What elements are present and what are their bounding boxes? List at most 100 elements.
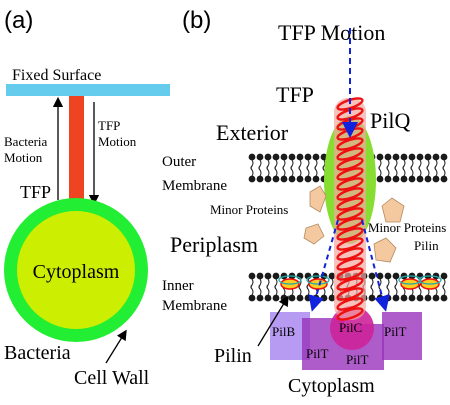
pilq-label: PilQ <box>370 108 410 133</box>
helix-turn <box>336 267 364 281</box>
lipid-head <box>264 272 272 280</box>
lipid-head <box>424 294 432 302</box>
lipid-tail <box>306 165 310 177</box>
helix-turn <box>336 157 364 171</box>
lipid-tail <box>274 284 278 296</box>
pilin-subunits <box>278 275 442 290</box>
exterior-label: Exterior <box>216 120 289 145</box>
lipid-tail <box>298 165 302 177</box>
tfp-motion-label: TFP Motion <box>98 118 137 149</box>
lipid-tail <box>282 165 286 177</box>
lipid-tail <box>274 165 278 177</box>
lipid-tail <box>378 165 382 177</box>
helix-turn <box>336 237 364 251</box>
pilin-left-label: Pilin <box>214 345 252 367</box>
bacteria-motion-label: Bacteria Motion <box>4 134 51 165</box>
lipid-tail <box>306 284 310 296</box>
lipid-head <box>256 153 264 161</box>
lipid-head <box>408 294 416 302</box>
lipid-tail <box>386 284 390 296</box>
pilin-ring <box>398 275 422 285</box>
tfp-label-a: TFP <box>20 182 51 202</box>
lipid-head <box>272 153 280 161</box>
lipid-head <box>272 272 280 280</box>
helix-turn <box>336 257 364 271</box>
lipid-head <box>264 153 272 161</box>
cytoplasm-label-b: Cytoplasm <box>288 375 375 397</box>
pilt-label-b: PilT <box>346 352 368 367</box>
lipid-head <box>320 294 328 302</box>
lipid-head <box>440 294 448 302</box>
lipid-head <box>400 175 408 183</box>
lipid-head <box>312 153 320 161</box>
panel-b: (b) TFP Motion TFP Exterior PilQ Outer M… <box>162 7 448 397</box>
pilc-label: PilC <box>339 320 362 335</box>
lipid-head <box>376 272 384 280</box>
cell-wall-pointer <box>105 329 127 364</box>
lipid-tail <box>394 165 398 177</box>
pilin-recruit-arrow-right <box>361 219 390 312</box>
lipid-tail <box>290 165 294 177</box>
lipid-head <box>304 153 312 161</box>
lipid-head <box>440 153 448 161</box>
pilin-ring <box>418 275 442 285</box>
minor-proteins-right <box>373 197 405 263</box>
lipid-head <box>296 294 304 302</box>
cytoplasm-label-a: Cytoplasm <box>33 261 120 283</box>
helix-turn <box>336 247 364 261</box>
lipid-head <box>376 153 384 161</box>
lipid-head <box>384 153 392 161</box>
helix-turn <box>336 197 364 211</box>
lipid-head <box>248 294 256 302</box>
lipid-head <box>288 294 296 302</box>
lipid-tail <box>266 165 270 177</box>
lipid-head <box>312 175 320 183</box>
cell-wall-label: Cell Wall <box>74 367 150 389</box>
lipid-head <box>416 153 424 161</box>
panel-b-tag: (b) <box>182 7 211 34</box>
lipid-head <box>376 175 384 183</box>
lipid-head <box>328 294 336 302</box>
lipid-head <box>440 272 448 280</box>
panel-a: (a) Fixed Surface Bacteria Motion TFP Mo… <box>4 7 170 389</box>
lipid-head <box>432 153 440 161</box>
pilus-helix <box>334 97 366 321</box>
lipid-head <box>432 175 440 183</box>
fixed-surface <box>6 84 170 96</box>
lipid-head <box>392 294 400 302</box>
lipid-tail <box>330 284 334 296</box>
lipid-tail <box>442 284 446 296</box>
helix-turn <box>336 177 364 191</box>
lipid-head <box>256 175 264 183</box>
lipid-head <box>264 294 272 302</box>
lipid-head <box>288 153 296 161</box>
lipid-tail <box>402 165 406 177</box>
lipid-head <box>280 175 288 183</box>
helix-turn <box>336 227 364 241</box>
minor-proteins-right-label: Minor Proteins <box>368 220 446 235</box>
lipid-head <box>272 294 280 302</box>
tfp-label-b: TFP <box>276 82 314 107</box>
lipid-head <box>256 272 264 280</box>
lipid-head <box>384 272 392 280</box>
lipid-tail <box>258 165 262 177</box>
lipid-head <box>392 272 400 280</box>
helix-turn <box>336 277 364 291</box>
lipid-head <box>440 175 448 183</box>
lipid-tail <box>258 284 262 296</box>
helix-turn <box>336 307 364 321</box>
lipid-tail <box>266 284 270 296</box>
pilin-pointer <box>257 295 289 347</box>
lipid-tail <box>298 284 302 296</box>
lipid-tail <box>250 165 254 177</box>
lipid-tail <box>426 165 430 177</box>
lipid-head <box>384 294 392 302</box>
lipid-head <box>408 175 416 183</box>
lipid-head <box>416 294 424 302</box>
lipid-head <box>248 153 256 161</box>
lipid-tail <box>434 165 438 177</box>
helix-turn <box>336 167 364 181</box>
periplasm-label: Periplasm <box>170 232 258 257</box>
pilt-label-c: PilT <box>384 324 406 339</box>
